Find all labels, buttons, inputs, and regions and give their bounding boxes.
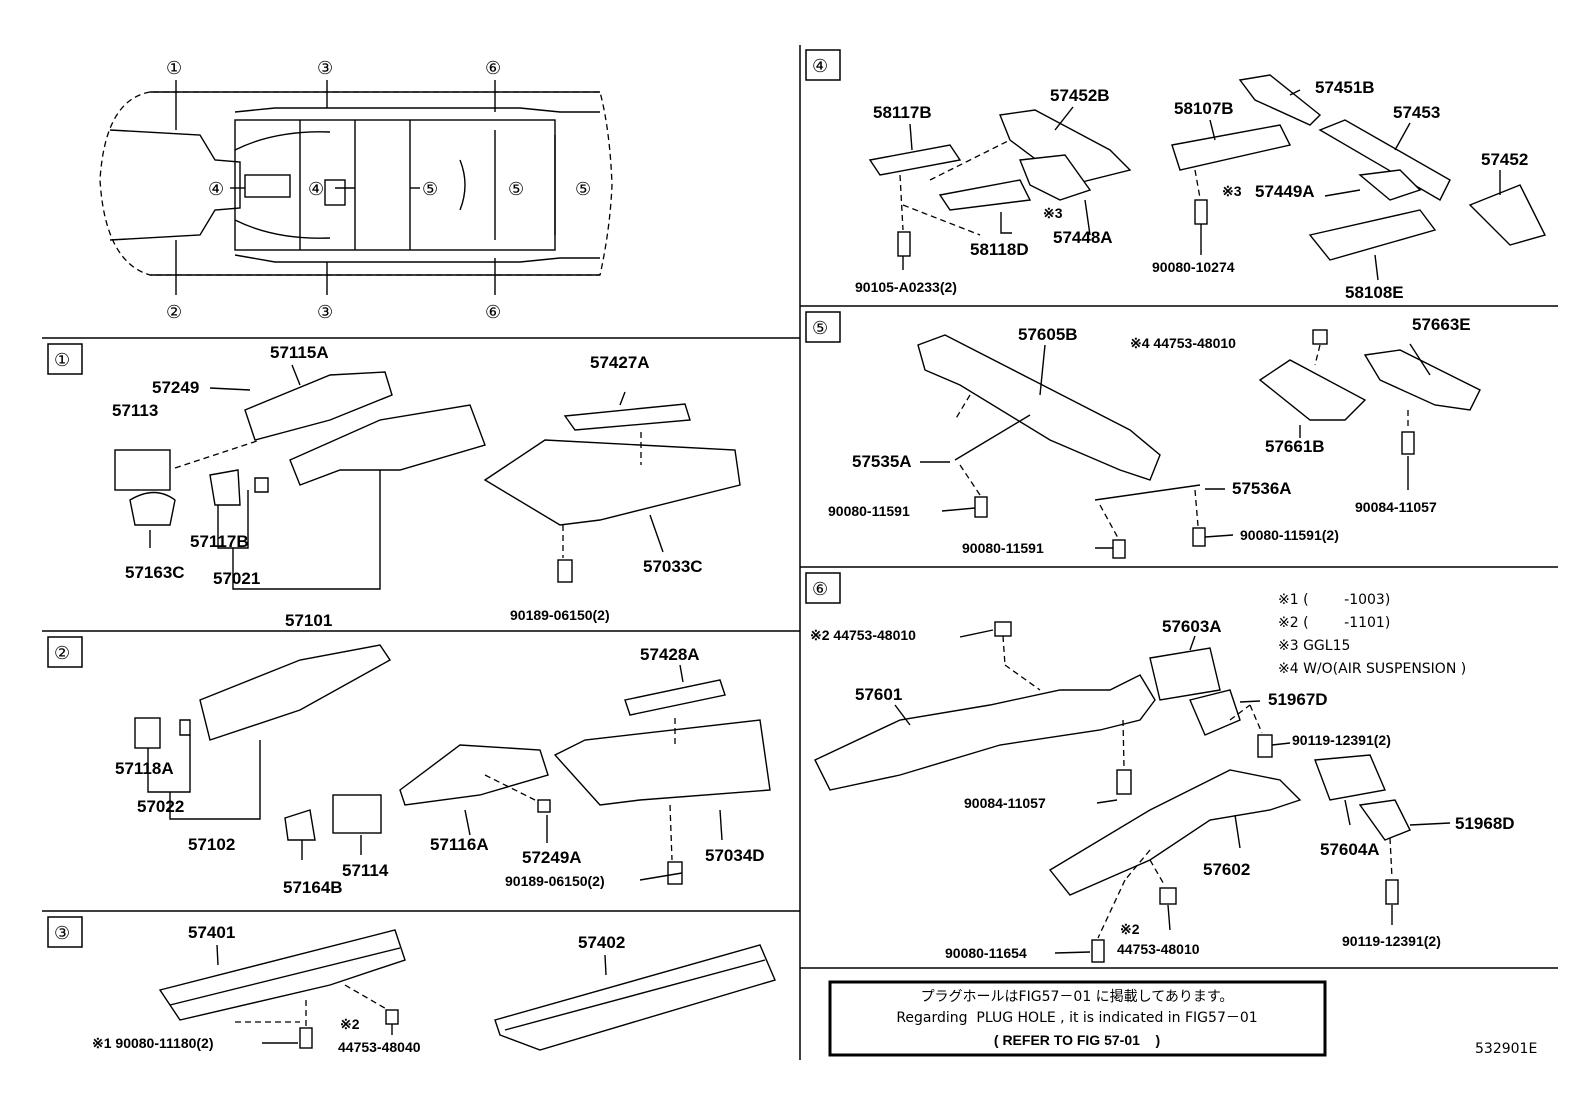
part-label: 57021 <box>213 569 260 588</box>
part-label: ※2 <box>340 1016 360 1032</box>
section-number: ⑥ <box>812 579 828 600</box>
overview-marker: ⑥ <box>485 302 501 323</box>
part-label: 57453 <box>1393 103 1440 122</box>
notice-line-en: Regarding PLUG HOLE , it is indicated in… <box>896 1010 1257 1026</box>
part-label: 57605B <box>1018 325 1078 344</box>
section-1: ① 57115A 57249 57113 57427A 57163C 57117… <box>47 343 741 630</box>
overview-marker: ⑥ <box>485 58 501 79</box>
part-label: 57115A <box>270 343 329 362</box>
part-label: 57116A <box>430 835 489 854</box>
part-label: 51967D <box>1268 690 1328 709</box>
part-label: 90080-10274 <box>1152 259 1235 275</box>
part-label: 58118D <box>970 240 1029 259</box>
part-label: 90080-11591 <box>962 540 1044 556</box>
part-label: 57101 <box>285 611 332 630</box>
footnote: ※3 GGL15 <box>1278 638 1350 654</box>
part-label: 57034D <box>705 846 765 865</box>
part-label: 57249 <box>152 378 199 397</box>
section-5: ⑤ 57605B ※4 44753-48010 57663E 57535A 57… <box>805 311 1481 559</box>
part-label: 90119-12391(2) <box>1292 732 1391 748</box>
part-label: 57448A <box>1053 228 1113 247</box>
overview-marker: ⑤ <box>575 179 591 200</box>
part-label: 57113 <box>112 401 158 420</box>
part-label: 57102 <box>188 835 235 854</box>
overview-marker: ② <box>166 302 182 323</box>
part-label: 57601 <box>855 685 902 704</box>
notice-line-jp: プラグホールはFIG57－01 に掲載してあります。 <box>921 989 1234 1005</box>
part-label: ※4 44753-48010 <box>1130 335 1236 351</box>
part-label: 44753-48040 <box>338 1039 421 1055</box>
part-label: 57604A <box>1320 840 1380 859</box>
part-label: 58117B <box>873 103 932 122</box>
part-label: 57163C <box>125 563 185 582</box>
section-number: ② <box>54 643 70 664</box>
part-label: 57118A <box>115 759 174 778</box>
part-label: 90105-A0233(2) <box>855 279 957 295</box>
part-label: 57661B <box>1265 437 1325 456</box>
part-label: 57663E <box>1412 315 1471 334</box>
footnote: ※2 ( -1101) <box>1278 615 1390 631</box>
section-2: ② 57428A 57118A 57022 57102 57164B 57114… <box>47 636 771 897</box>
part-label: 90080-11654 <box>945 945 1027 961</box>
part-label: 90119-12391(2) <box>1342 933 1441 949</box>
plug-hole-notice: プラグホールはFIG57－01 に掲載してあります。 Regarding PLU… <box>828 980 1327 1057</box>
part-label: 90080-11591(2) <box>1240 527 1339 543</box>
notice-line-ref: ( REFER TO FIG 57-01 ) <box>994 1032 1160 1048</box>
part-label: 58108E <box>1345 283 1404 302</box>
overview-marker: ⑤ <box>508 179 524 200</box>
part-label: 51968D <box>1455 814 1515 833</box>
part-label: 57536A <box>1232 479 1292 498</box>
section-number: ① <box>54 350 70 371</box>
part-label: 57401 <box>188 923 235 942</box>
part-label: 57427A <box>590 353 650 372</box>
panel-frames <box>42 45 1558 1060</box>
part-label: 57428A <box>640 645 700 664</box>
vehicle-overview: ① ③ ⑥ ② ③ ⑥ ④ ④ ⑤ ⑤ ⑤ <box>99 58 613 323</box>
footnote: ※4 W/O(AIR SUSPENSION ) <box>1278 661 1466 677</box>
overview-marker: ④ <box>308 179 324 200</box>
section-number: ⑤ <box>812 318 828 339</box>
part-label: 57451B <box>1315 78 1375 97</box>
part-label: 57602 <box>1203 860 1250 879</box>
part-label: 44753-48010 <box>1117 941 1200 957</box>
part-label: 57603A <box>1162 617 1222 636</box>
part-label: 90084-11057 <box>964 795 1046 811</box>
part-label: 57535A <box>852 452 912 471</box>
part-label: 57114 <box>342 861 389 880</box>
section-3: ③ 57401 57402 ※1 90080-11180(2) ※2 44753… <box>47 916 776 1055</box>
overview-marker: ① <box>166 58 182 79</box>
part-label: ※2 <box>1120 921 1140 937</box>
part-label: ※3 <box>1222 183 1242 199</box>
part-label: 57452 <box>1481 150 1528 169</box>
part-label: 90189-06150(2) <box>505 873 605 889</box>
part-label: 57402 <box>578 933 625 952</box>
section-6: ⑥ ※2 44753-48010 57603A <box>805 572 1515 963</box>
footnote: ※1 ( -1003) <box>1278 592 1390 608</box>
diagram-id: 532901E <box>1475 1041 1537 1057</box>
part-label: 57452B <box>1050 86 1110 105</box>
overview-marker: ⑤ <box>422 179 438 200</box>
section-4: ④ 58117B 57452B 58107B 57451B 57453 <box>805 49 1547 302</box>
part-label: 58107B <box>1174 99 1234 118</box>
overview-marker: ③ <box>317 58 333 79</box>
part-label: 57022 <box>137 797 184 816</box>
part-label: 57117B <box>190 532 249 551</box>
part-label: 57164B <box>283 878 343 897</box>
overview-marker: ③ <box>317 302 333 323</box>
section-number: ③ <box>54 923 70 944</box>
part-label: 57249A <box>522 848 582 867</box>
section-number: ④ <box>812 56 828 77</box>
part-label: 90189-06150(2) <box>510 607 610 623</box>
part-label: 57449A <box>1255 182 1315 201</box>
part-label: ※2 44753-48010 <box>810 627 916 643</box>
part-label: 90080-11591 <box>828 503 910 519</box>
part-label: ※1 90080-11180(2) <box>92 1035 214 1051</box>
part-label: 90084-11057 <box>1355 499 1437 515</box>
part-label: 57033C <box>643 557 703 576</box>
overview-marker: ④ <box>208 179 224 200</box>
part-label: ※3 <box>1043 205 1063 221</box>
